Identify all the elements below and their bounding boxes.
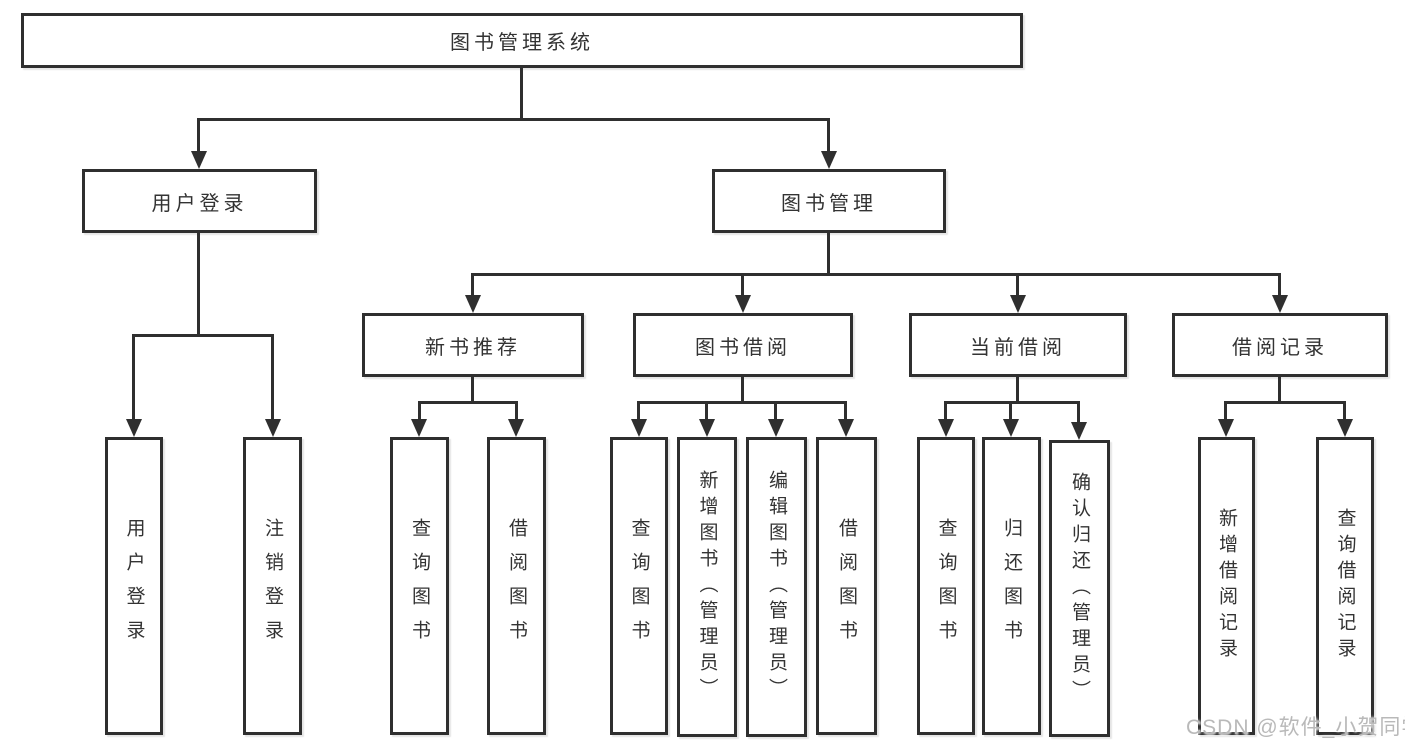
node-label: 借阅记录 [1232,336,1328,359]
arrowhead-down-icon [768,419,784,437]
arrowhead-down-icon [1272,295,1288,313]
arrowhead-down-icon [631,419,647,437]
arrowhead-down-icon [411,419,427,437]
node-book-management: 图书管理 [712,169,946,233]
arrowhead-down-icon [735,295,751,313]
arrowhead-down-icon [838,419,854,437]
node-label: 图书管理系统 [450,32,594,54]
leaf-query-books-current: 查询图书 [917,437,975,735]
arrowhead-down-icon [1218,419,1234,437]
leaf-add-borrow-record: 新增借阅记录 [1198,437,1255,735]
leaf-query-borrow-record: 查询借阅记录 [1316,437,1374,735]
connector-drop [515,401,518,421]
leaf-label: 查询图书 [935,518,957,654]
node-label: 图书管理 [781,192,877,215]
connector-drop [132,334,135,421]
leaf-label: 新增借阅记录 [1216,508,1237,664]
arrowhead-down-icon [938,419,954,437]
leaf-label: 新增图书（管理员） [696,470,718,704]
node-user-login: 用户登录 [82,169,317,233]
leaf-query-books-borrow: 查询图书 [610,437,668,735]
connector-newbook-stem [471,377,474,403]
connector-bookborrow-stem [741,377,744,403]
connector-drop [271,334,274,421]
connector-root-stem [520,68,523,120]
leaf-borrow-books-recommend: 借阅图书 [487,437,546,735]
leaf-label: 确认归还（管理员） [1069,471,1090,706]
node-current-borrow: 当前借阅 [909,313,1127,377]
arrowhead-down-icon [699,419,715,437]
leaf-label: 借阅图书 [506,518,527,654]
node-borrow-records: 借阅记录 [1172,313,1388,377]
connector-drop [1016,273,1019,297]
leaf-return-book: 归还图书 [982,437,1041,735]
connector-drop [827,118,830,154]
arrowhead-down-icon [465,295,481,313]
arrowhead-down-icon [1003,419,1019,437]
leaf-add-book-admin: 新增图书（管理员） [677,437,737,737]
connector-drop [741,273,744,297]
connector-rail-userlogin [132,334,274,337]
node-label: 用户登录 [151,192,248,215]
leaf-label: 用户登录 [123,518,145,654]
connector-drop [944,401,947,421]
connector-rail-bookborrow [637,401,847,404]
watermark: CSDN @软件_小贺同学 [1186,716,1405,739]
arrowhead-down-icon [126,419,142,437]
node-label: 当前借阅 [970,336,1066,359]
leaf-query-books-recommend: 查询图书 [390,437,449,735]
connector-currentborrow-stem [1016,377,1019,403]
connector-rail-level3 [471,273,1281,276]
connector-drop [1009,401,1012,421]
connector-drop [705,401,708,421]
leaf-confirm-return-admin: 确认归还（管理员） [1049,440,1110,737]
connector-rail-currentborrow [944,401,1080,404]
leaf-user-login: 用户登录 [105,437,163,735]
connector-drop [844,401,847,421]
connector-userlogin-stem [197,233,200,336]
connector-drop [471,273,474,297]
arrowhead-down-icon [191,151,207,169]
leaf-label: 编辑图书（管理员） [766,470,787,704]
connector-drop [1278,273,1281,297]
connector-records-stem [1278,377,1281,403]
node-book-borrow: 图书借阅 [633,313,853,377]
node-label: 新书推荐 [425,336,521,359]
connector-drop [1077,401,1080,423]
leaf-label: 注销登录 [262,518,283,654]
connector-rail-level2 [197,118,830,121]
node-library-system: 图书管理系统 [21,13,1023,68]
connector-drop [1343,401,1346,421]
connector-drop [197,118,200,154]
connector-drop [637,401,640,421]
arrowhead-down-icon [508,419,524,437]
arrowhead-down-icon [1010,295,1026,313]
arrowhead-down-icon [821,151,837,169]
connector-drop [418,401,421,421]
arrowhead-down-icon [265,419,281,437]
leaf-borrow-books: 借阅图书 [816,437,877,735]
arrowhead-down-icon [1337,419,1353,437]
leaf-label: 查询图书 [409,518,430,654]
leaf-label: 借阅图书 [836,518,857,654]
arrowhead-down-icon [1071,422,1087,440]
leaf-edit-book-admin: 编辑图书（管理员） [746,437,807,737]
connector-drop [774,401,777,421]
node-new-book-recommend: 新书推荐 [362,313,584,377]
leaf-label: 归还图书 [1001,518,1022,654]
leaf-logout: 注销登录 [243,437,302,735]
leaf-label: 查询图书 [628,518,650,654]
connector-rail-newbook [418,401,518,404]
connector-drop [1224,401,1227,421]
node-label: 图书借阅 [695,336,791,359]
connector-rail-records [1224,401,1346,404]
leaf-label: 查询借阅记录 [1334,508,1356,664]
connector-bookmgmt-stem [827,233,830,275]
